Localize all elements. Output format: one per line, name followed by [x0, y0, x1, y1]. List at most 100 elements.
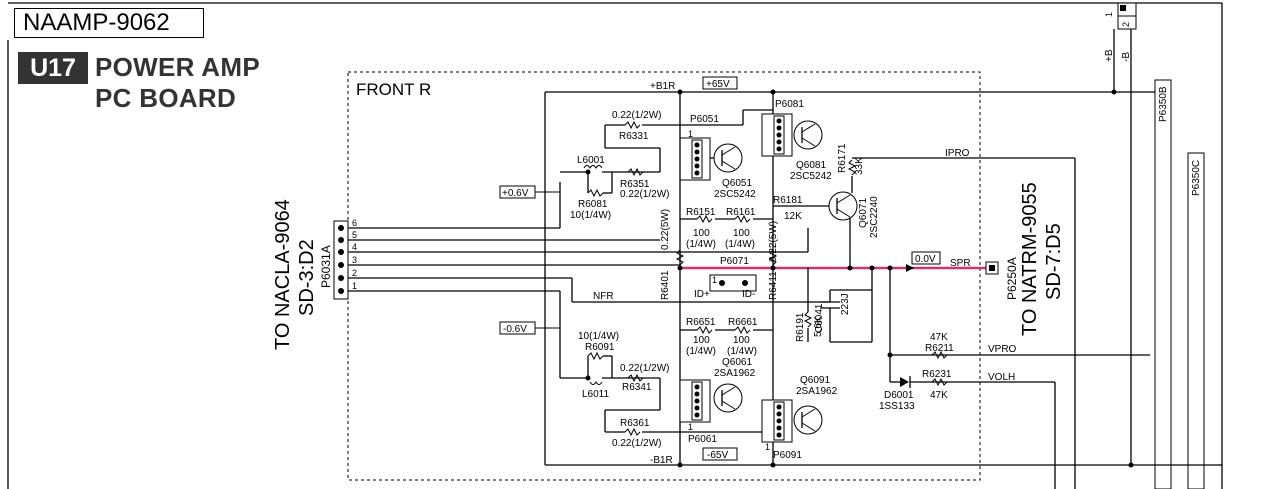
pin-6: 6: [352, 218, 357, 228]
p6081-connector: [761, 113, 793, 157]
r6091-value: 10(1/4W): [578, 331, 619, 342]
v00-box: [911, 251, 941, 265]
left-connector-p6031a: 6 5 4 3 2 1: [333, 218, 357, 300]
r6171-label: R6171: [837, 143, 848, 173]
r6171-value: 33K: [854, 157, 865, 175]
net-ipro: IPRO: [945, 148, 970, 159]
d6001-label: D6001: [884, 390, 914, 401]
r6341-label: R6341: [622, 382, 652, 393]
r6211-value: 47K: [930, 332, 948, 343]
r6651-value: 100: [693, 335, 710, 346]
r6161-value: 100: [733, 228, 750, 239]
top-power-connector: 1 2 +B -B: [1104, 2, 1137, 465]
net-idm: ID-: [742, 289, 755, 300]
q6071-type: 2SC2240: [869, 196, 880, 238]
l6011-label: L6011: [582, 389, 610, 400]
l6001-label: L6001: [577, 155, 605, 166]
r6361-value: 0.22(1/2W): [612, 438, 661, 449]
l6011-inductor: [560, 351, 660, 385]
p6051-pin1: 1: [688, 129, 693, 139]
r6191-value: 5.6K: [813, 316, 824, 337]
pin-3: 3: [352, 255, 357, 265]
c6041-capacitor: [820, 268, 873, 343]
left-connector-to: TO NACLA-9064: [272, 199, 294, 350]
section-badge: U17: [18, 52, 88, 84]
r6341-value: 0.22(1/2W): [620, 363, 669, 374]
r6091-label: R6091: [585, 342, 615, 353]
p6051-label: P6051: [690, 114, 719, 125]
p6051-connector: [679, 137, 711, 181]
voltage-neg06: -0.6V: [503, 324, 527, 335]
board-title-line2: PC BOARD: [95, 83, 237, 113]
q6091-transistor: [793, 405, 823, 435]
r6331-label: R6331: [619, 131, 649, 142]
r6361-label: R6361: [620, 418, 650, 429]
connector-wires: [348, 182, 830, 378]
net-volh: VOLH: [988, 372, 1015, 383]
net-vpro: VPRO: [988, 344, 1017, 355]
board-title-line1: POWER AMP: [95, 52, 260, 82]
net-b1r-neg: -B1R: [650, 455, 673, 466]
neg65-box: [702, 447, 738, 461]
q6091-label: Q6091: [800, 375, 830, 386]
model-label: NAAMP-9062: [14, 8, 204, 38]
c6041-label: C6041: [814, 303, 825, 333]
r6661-label: R6661: [728, 317, 758, 328]
p6091-pin1: 1: [765, 442, 770, 452]
svg-text:P6350C: P6350C: [1191, 160, 1202, 196]
r6331-value: 0.22(1/2W): [612, 110, 661, 121]
p6071-pin1: 1: [712, 275, 717, 285]
svg-text:P6350B: P6350B: [1158, 86, 1169, 122]
r6351-value: 0.22(1/2W): [620, 189, 669, 200]
pin-4: 4: [352, 242, 357, 252]
p6061-label: P6061: [688, 434, 717, 445]
p6091-connector: [761, 399, 793, 443]
r6211-resistor: [931, 350, 948, 360]
left-connector-ref: SD-3:D2: [296, 239, 318, 316]
q6061-type: 2SA1962: [714, 368, 756, 379]
r6191-label: R6191: [795, 312, 806, 342]
l6001-inductor: [560, 165, 660, 198]
r6211-label: R6211: [925, 343, 954, 354]
q6061-transistor: [713, 383, 743, 413]
pos65-box: [702, 76, 738, 90]
r6401-value: 0.22(5W): [660, 209, 671, 250]
r6161-label: R6161: [726, 207, 756, 218]
section-label: FRONT R: [356, 80, 431, 99]
r6171-resistor: [847, 159, 857, 176]
r6411-value: 0.22(5W): [768, 221, 779, 262]
net-b1r-pos: +B1R: [650, 81, 675, 92]
pin-1: 1: [352, 281, 357, 291]
r6151-label: R6151: [686, 207, 716, 218]
r6351-resistor: [627, 167, 644, 177]
q6051-transistor: [713, 143, 743, 173]
p6350b-connector: P6350B: [1154, 79, 1172, 489]
r6191-resistor: [803, 311, 813, 328]
q6091-type: 2SA1962: [796, 386, 838, 397]
right-connector-name: P6250A: [1005, 257, 1019, 300]
voltage-v00: 0.0V: [915, 254, 936, 265]
top-pin-2: 2: [1121, 22, 1131, 27]
q6071-transistor: [828, 191, 858, 221]
r6151-watt: (1/4W): [686, 239, 716, 250]
pin-2: 2: [352, 268, 357, 278]
r6231-label: R6231: [922, 369, 952, 380]
net-spr: SPR: [950, 258, 971, 269]
r6231-value: 47K: [930, 390, 948, 401]
right-connector-ref: SD-7:D5: [1043, 223, 1065, 300]
q6081-transistor: [793, 120, 823, 150]
c6041-value: 223J: [840, 293, 851, 315]
q6051-type: 2SC5242: [714, 189, 756, 200]
voltage-pos65: +65V: [706, 79, 730, 90]
r6161-watt: (1/4W): [725, 239, 755, 250]
p6081-label: P6081: [775, 99, 804, 110]
top-pin-label-neg: -B: [1121, 52, 1132, 62]
p6350c-connector: P6350C: [1187, 152, 1205, 489]
q6081-label: Q6081: [796, 160, 826, 171]
spr-line: [677, 264, 988, 272]
r6181-label: R6181: [773, 195, 803, 206]
q6081-type: 2SC5242: [790, 171, 832, 182]
voltage-pos06: +0.6V: [502, 188, 529, 199]
q6061-label: Q6061: [722, 357, 752, 368]
